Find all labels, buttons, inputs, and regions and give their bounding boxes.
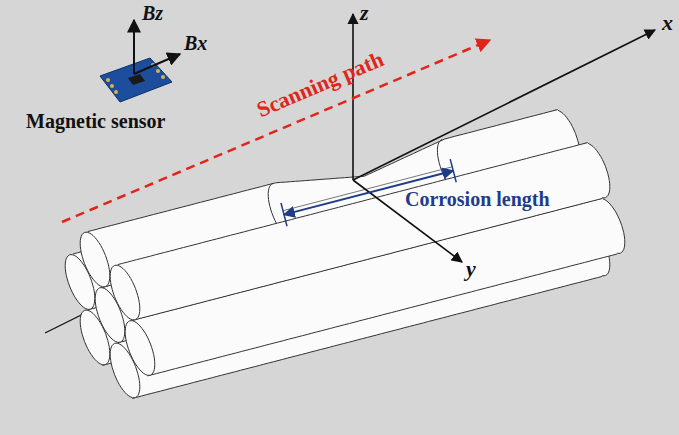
sensor-pin [156, 69, 160, 73]
wire-body [118, 143, 603, 321]
x-axis [353, 30, 655, 180]
axis-label: y [466, 256, 476, 281]
wire-strand [110, 143, 610, 321]
sensor-pin [110, 84, 114, 88]
field-component-label: Bx [184, 32, 207, 55]
bz-axis [133, 20, 135, 74]
axes-and-marks [62, 14, 655, 262]
sensor-pin [161, 75, 165, 79]
field-component-label: Bz [142, 2, 163, 25]
sensor-board [100, 58, 172, 102]
corrosion-tick [281, 203, 287, 226]
corrosion-length-label: Corrosion length [405, 188, 550, 211]
corrosion-tick [450, 159, 456, 182]
scanning-path-label: Scanning path [253, 46, 387, 122]
axis-label: x [662, 10, 673, 35]
wire-front-end [110, 265, 140, 320]
bx-axis [134, 54, 180, 74]
sensor-chip [128, 74, 145, 85]
wire-front-end [125, 321, 155, 376]
wire-edge [132, 199, 602, 321]
sensor-pin [106, 78, 110, 82]
axis-label: z [360, 0, 369, 25]
sensor-label: Magnetic sensor [26, 110, 165, 133]
sensor-pin [114, 90, 118, 94]
wire-front-end [80, 232, 110, 287]
wire-bundle [65, 110, 625, 399]
